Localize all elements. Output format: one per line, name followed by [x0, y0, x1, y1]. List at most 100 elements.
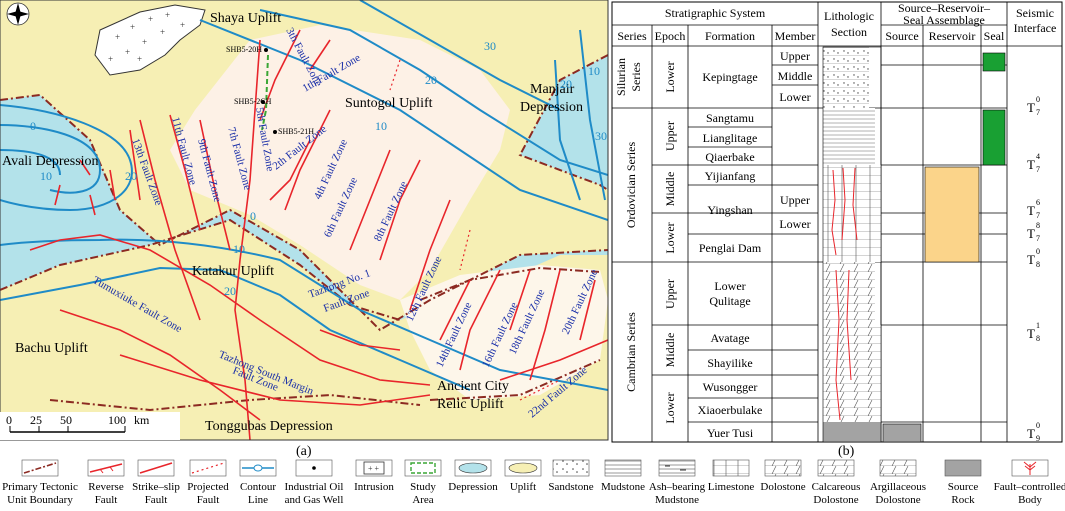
legend-label: Ash–bearing: [649, 481, 706, 493]
legend-label: Contour: [240, 481, 276, 493]
contour-label: 10: [233, 242, 245, 256]
formation-shayilike: Shayilike: [707, 356, 752, 370]
legend-label: Calcareous: [812, 481, 861, 493]
label-manjair-2: Depression: [520, 100, 583, 115]
svg-text:+: +: [148, 14, 153, 24]
lithologic-section: [822, 46, 882, 443]
north-compass-icon: [6, 2, 30, 26]
intrusion-pattern: ++++ ++++ ++: [108, 10, 185, 64]
header-series: Series: [617, 29, 647, 43]
member-kepingtage-middle: Middle: [778, 69, 813, 83]
label-well-shb5-21h: SHB5-21H: [278, 127, 314, 136]
header-lithologic-2: Section: [831, 25, 867, 39]
seismic-sub: 7: [1036, 108, 1040, 117]
fault-controlled-bodies: [831, 167, 858, 421]
header-epoch: Epoch: [655, 29, 686, 43]
seismic-t8-1: T 1 8: [1027, 321, 1040, 343]
well-shb5-21h: [273, 130, 277, 134]
legend-label: Fault: [197, 494, 220, 506]
contour-label: 20: [224, 284, 236, 298]
header-seismic-1: Seismic: [1016, 6, 1054, 20]
formation-yuer-tusi: Yuer Tusi: [707, 426, 754, 440]
svg-text:+: +: [137, 54, 142, 64]
label-well-shb5-20h: SHB5-20H: [226, 45, 262, 54]
stratigraphic-column: Stratigraphic System Series Epoch Format…: [611, 1, 1063, 458]
header-member: Member: [775, 29, 816, 43]
legend-label: Dolostone: [875, 494, 920, 506]
contour-label: 10: [375, 119, 387, 133]
geologic-map: ++++ ++++ ++: [0, 0, 609, 458]
epoch-cambrian-upper: Upper: [663, 279, 677, 309]
seismic-sup: 0: [1036, 95, 1040, 104]
legend-label: Fault–controlled: [994, 481, 1065, 493]
epoch-ordovician-lower: Lower: [663, 222, 677, 253]
seismic-sub: 7: [1036, 234, 1040, 243]
legend-label: Projected: [187, 481, 229, 493]
legend-label: Fault: [145, 494, 168, 506]
seismic-letter: T: [1027, 326, 1035, 341]
label-bachu-uplift: Bachu Uplift: [15, 341, 88, 356]
legend-label: Unit Boundary: [7, 494, 73, 506]
series-ordovician: Ordovician Series: [624, 142, 638, 229]
seismic-sub: 9: [1036, 434, 1040, 443]
contour-label: 20: [560, 77, 572, 91]
formation-lianglitage: Lianglitage: [703, 131, 758, 145]
contour-lines: [0, 0, 608, 391]
seismic-t7-0: T 0 7: [1027, 95, 1040, 117]
legend-label: Area: [412, 494, 433, 506]
seismic-sub: 7: [1036, 211, 1040, 220]
seal-block-silurian: [982, 52, 1006, 72]
column-caption: (b): [838, 444, 855, 458]
legend-label: Argillaceous: [870, 481, 926, 493]
header-seismic-2: Interface: [1014, 21, 1057, 35]
svg-text:+: +: [160, 27, 165, 37]
seismic-sub: 8: [1036, 260, 1040, 269]
scale-unit: km: [134, 413, 150, 427]
label-avali-depression: Avali Depression: [2, 154, 99, 169]
seismic-sup: 8: [1036, 221, 1040, 230]
member-kepingtage-lower: Lower: [779, 90, 810, 104]
svg-text:+: +: [142, 37, 147, 47]
seismic-t9-0: T 0 9: [1027, 421, 1040, 443]
seismic-t7-4: T 4 7: [1027, 152, 1040, 174]
legend-label: and Gas Well: [285, 494, 344, 506]
seismic-letter: T: [1027, 252, 1035, 267]
header-stratigraphic-system: Stratigraphic System: [665, 6, 766, 20]
formation-penglai-dam: Penglai Dam: [699, 241, 762, 255]
contour-label: 10: [40, 169, 52, 183]
series-cambrian: Cambrian Series: [624, 312, 638, 392]
well-shb5-20h: [264, 48, 268, 52]
svg-text:+ +: + +: [368, 464, 380, 473]
legend-label: Dolostone: [760, 481, 805, 493]
contour-label: 0: [30, 119, 36, 133]
svg-text:+: +: [115, 32, 120, 42]
wells: [261, 48, 277, 134]
legend-label: Primary Tectonic: [2, 481, 78, 493]
formation-wusongger: Wusongger: [703, 380, 758, 394]
seismic-sup: 0: [1036, 421, 1040, 430]
scale-tick-100: 100: [108, 413, 126, 427]
seismic-t8-0: T 0 8: [1027, 247, 1040, 269]
label-ancient-city-2: Relic Uplift: [437, 397, 504, 412]
contour-label: 30: [595, 129, 607, 143]
well-shb5-2ch: [261, 100, 265, 104]
legend-label: Rock: [951, 494, 975, 506]
label-shaya-uplift: Shaya Uplift: [210, 11, 281, 26]
legend-label: Strike–slip: [132, 481, 180, 493]
legend-label: Line: [248, 494, 268, 506]
legend-label: Dolostone: [813, 494, 858, 506]
epoch-ordovician-upper: Upper: [663, 121, 677, 151]
seismic-letter: T: [1027, 426, 1035, 441]
legend-label: Reverse: [88, 481, 124, 493]
scale-tick-0: 0: [6, 413, 12, 427]
header-lithologic-1: Lithologic: [824, 9, 874, 23]
seismic-letter: T: [1027, 226, 1035, 241]
contour-label: 10: [588, 64, 600, 78]
legend-label: Industrial Oil: [285, 481, 344, 493]
header-formation: Formation: [705, 29, 755, 43]
contour-label: 20: [125, 169, 137, 183]
seismic-letter: T: [1027, 203, 1035, 218]
formation-xiaoerbulake: Xiaoerbulake: [698, 403, 763, 417]
map-caption: (a): [296, 444, 312, 458]
legend-label: Fault: [95, 494, 118, 506]
